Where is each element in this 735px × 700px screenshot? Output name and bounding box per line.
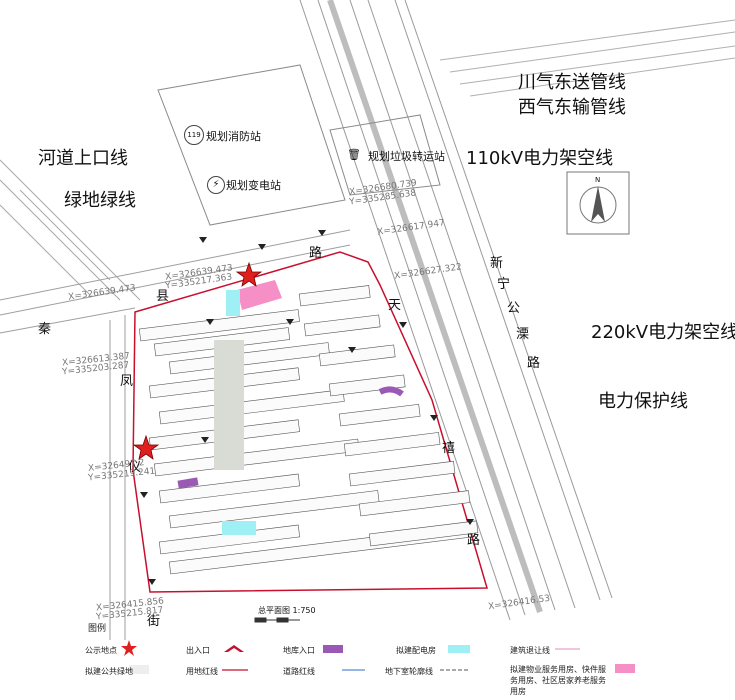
pipeline-label-chuanqi: 川气东送管线 xyxy=(518,72,626,93)
legend-symbols xyxy=(121,640,635,674)
north-arrow-icon xyxy=(591,186,605,222)
plan-title: 总平面图 1:750 xyxy=(258,605,316,616)
legend-item: 建筑退让线 xyxy=(510,646,550,655)
north-road-lines xyxy=(0,229,351,334)
garage-entrance-east xyxy=(378,386,404,397)
substation-label: 规划变电站 xyxy=(226,179,281,192)
garage-entrance-west xyxy=(177,477,199,489)
road-char: 天 xyxy=(388,298,402,313)
entrance-chevron-icon xyxy=(318,230,326,236)
building-row xyxy=(298,285,371,307)
road-char: 路 xyxy=(527,356,541,371)
building-rows xyxy=(138,285,479,575)
trash-icon: 🗑 xyxy=(347,148,361,161)
legend-item: 拟建公共绿地 xyxy=(85,667,133,676)
service-building-pink xyxy=(237,280,282,310)
building-row xyxy=(348,460,456,487)
building-row xyxy=(303,314,381,337)
entrance-chevron-icon xyxy=(201,437,209,443)
gas-pipeline-lines xyxy=(439,19,735,97)
plan-title-text: 总平面图 xyxy=(258,606,290,615)
road-char: 县 xyxy=(156,289,170,304)
compass xyxy=(566,171,630,235)
power-room-cyan-south xyxy=(222,521,256,535)
power-protection-line: 电力保护线 xyxy=(598,391,688,412)
power-line-110kv: 110kV电力架空线 xyxy=(466,148,614,169)
building-row xyxy=(328,374,406,397)
legend-item: 地下室轮廓线 xyxy=(385,667,433,676)
star-icon xyxy=(121,640,137,656)
road-char: 溧 xyxy=(516,327,530,342)
green-belt-line: 绿地绿线 xyxy=(64,190,136,211)
road-char: 宁 xyxy=(497,277,511,292)
fire-icon: 119 xyxy=(184,125,204,145)
power-room-cyan-north xyxy=(226,290,240,316)
road-char: 新 xyxy=(490,256,504,271)
plan-scale: 1:750 xyxy=(292,606,316,615)
building-row xyxy=(168,490,380,529)
facility-blocks xyxy=(157,64,441,226)
legend-item: 拟建物业服务用房、快件服务用房、社区居家养老服务用房 xyxy=(510,665,606,696)
chevron-icon xyxy=(224,645,244,652)
building-row xyxy=(168,342,330,375)
road-char: 禧 xyxy=(442,441,456,456)
fire-station-label: 规划消防站 xyxy=(206,130,261,143)
entrance-markers xyxy=(140,230,474,585)
legend-item: 用地红线 xyxy=(186,667,218,676)
road-char: 街 xyxy=(147,614,161,629)
power-line-220kv: 220kV电力架空线 xyxy=(591,322,735,343)
road-char: 路 xyxy=(309,246,323,261)
legend-item: 出入口 xyxy=(186,646,210,655)
entrance-chevron-icon xyxy=(286,319,294,325)
entrance-chevron-icon xyxy=(399,322,407,328)
star-icon xyxy=(235,261,263,287)
entrance-chevron-icon xyxy=(430,415,438,421)
building-row xyxy=(343,432,441,457)
building-row xyxy=(368,520,479,547)
entrance-chevron-icon xyxy=(258,244,266,250)
road-char: 秦 xyxy=(38,322,52,337)
building-row xyxy=(158,473,301,504)
river-green-lines xyxy=(0,159,141,301)
pipeline-label-xiqi: 西气东输管线 xyxy=(518,97,626,118)
legend-title: 图例 xyxy=(88,624,107,634)
building-row xyxy=(358,490,471,517)
road-char: 路 xyxy=(467,533,481,548)
river-edge-line: 河道上口线 xyxy=(38,148,128,169)
legend-item: 拟建配电房 xyxy=(396,646,436,655)
west-road-lines xyxy=(109,315,126,640)
legend-item: 道路红线 xyxy=(283,667,315,676)
building-row xyxy=(158,389,345,425)
building-row xyxy=(318,344,396,367)
entrance-chevron-icon xyxy=(148,579,156,585)
entrance-chevron-icon xyxy=(199,237,207,243)
notice-stars xyxy=(132,261,263,460)
road-char: 仪 xyxy=(128,460,142,475)
public-green-area xyxy=(214,340,244,470)
legend-item: 公示地点 xyxy=(85,646,117,655)
lightning-icon: ⚡ xyxy=(207,176,225,194)
entrance-chevron-icon xyxy=(466,519,474,525)
legend-item: 地库入口 xyxy=(283,646,315,655)
star-icon xyxy=(132,434,160,460)
building-row xyxy=(138,309,300,342)
road-corridor-lines xyxy=(299,0,613,621)
entrance-chevron-icon xyxy=(206,319,214,325)
entrance-chevron-icon xyxy=(140,492,148,498)
road-char: 凤 xyxy=(120,374,134,389)
compass-north-label: N xyxy=(595,176,601,184)
road-char: 公 xyxy=(507,301,521,316)
building-row xyxy=(338,403,421,427)
scale-bar xyxy=(254,617,300,623)
waste-station-label: 规划垃圾转运站 xyxy=(368,150,445,163)
entrance-chevron-icon xyxy=(348,347,356,353)
